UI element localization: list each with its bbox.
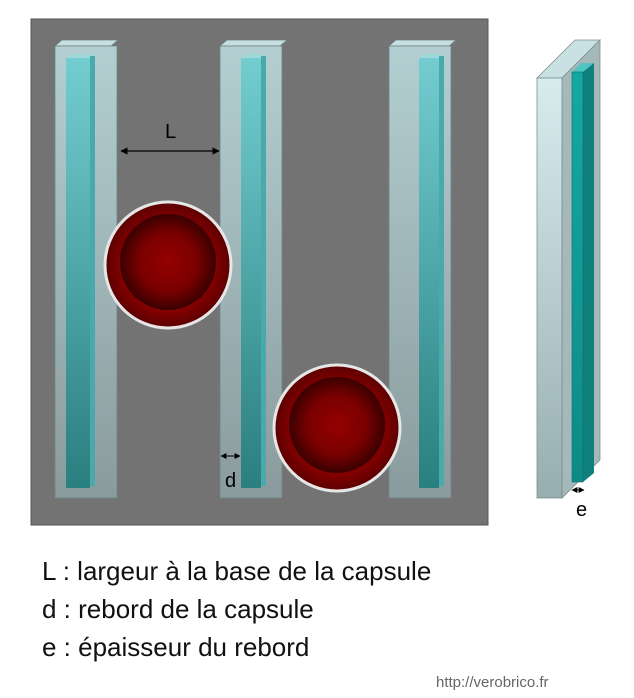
- label-e: e: [576, 499, 587, 521]
- glass-strip-1: [53, 39, 120, 499]
- capsule-1: [103, 200, 233, 330]
- capsule-2: [272, 363, 402, 493]
- side-view-strip: [536, 39, 601, 499]
- legend-item-d: d : rebord de la capsule: [42, 594, 314, 624]
- legend-item-e: e : épaisseur du rebord: [42, 632, 310, 662]
- glass-strip-2: [218, 39, 289, 499]
- legend-item-L: L : largeur à la base de la capsule: [42, 556, 432, 586]
- label-d: d: [225, 470, 236, 492]
- credit-link[interactable]: http://verobrico.fr: [436, 674, 549, 691]
- diagram: L d e: [30, 18, 601, 526]
- label-L: L: [165, 121, 176, 143]
